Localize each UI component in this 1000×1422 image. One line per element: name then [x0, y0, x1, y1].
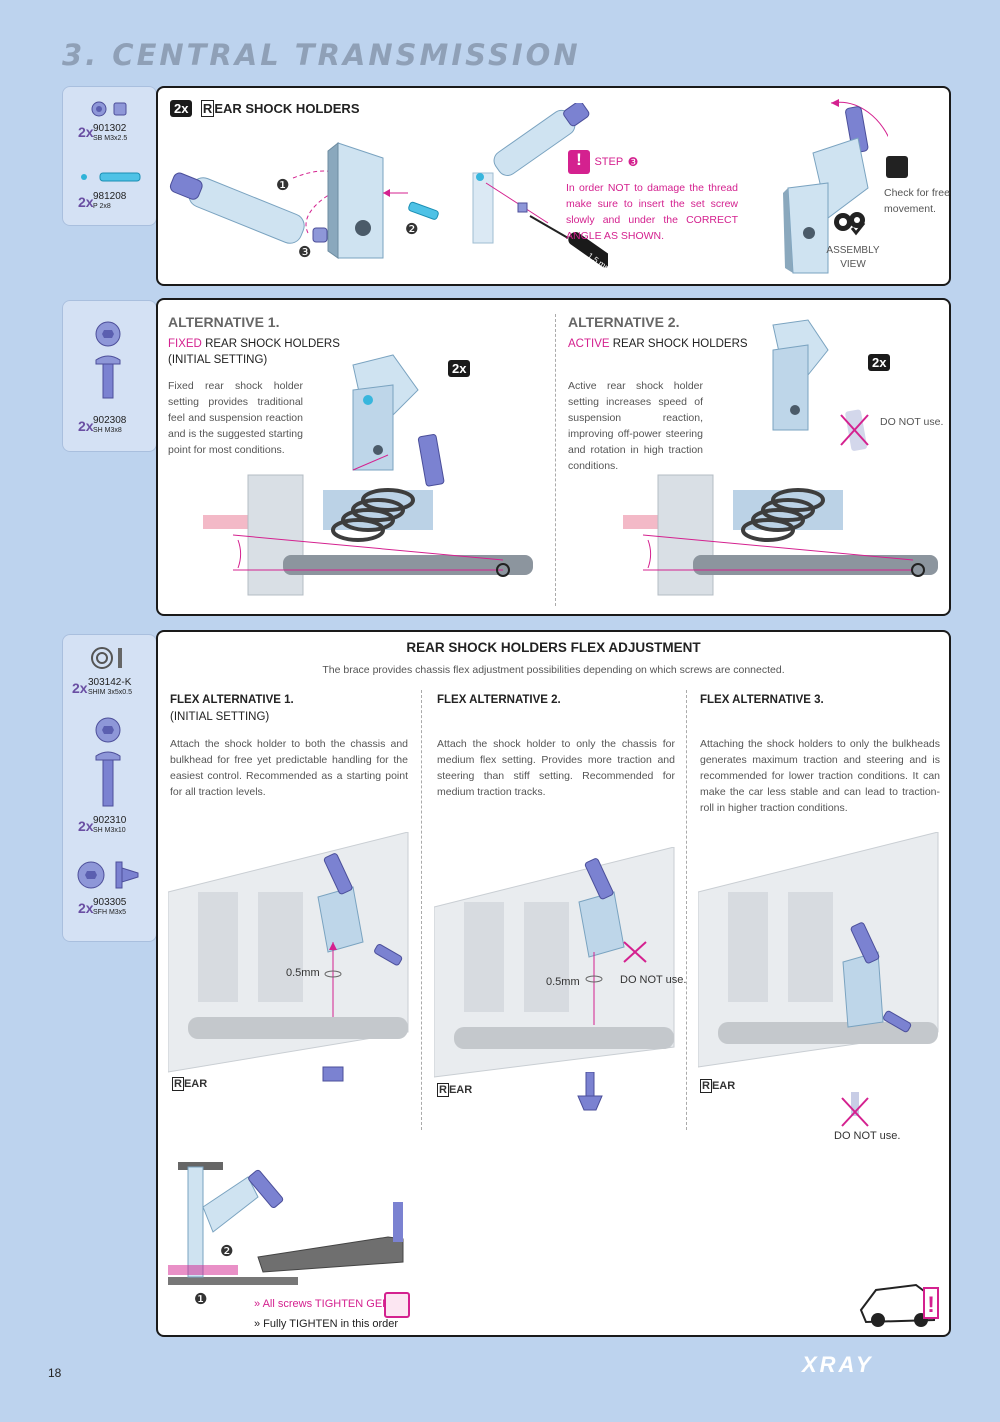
brand-logo: XRAY: [802, 1352, 874, 1377]
alt1-subtitle: FIXED REAR SHOCK HOLDERS: [168, 338, 340, 350]
check-icon: [886, 156, 908, 178]
callout-1: ❶: [276, 177, 290, 194]
step-note: ! STEP ❸: [568, 150, 638, 174]
set-screw-illustration: [472, 103, 608, 268]
callout-3: ❸: [298, 244, 312, 261]
flex2-chassis-illustration: [434, 847, 675, 1078]
assembly-gears-icon: [834, 212, 866, 236]
shock-holder-exploded-illustration: [169, 141, 439, 259]
quantity-badge: 2x: [170, 100, 193, 117]
fully-tighten-text: » Fully TIGHTEN in this order: [254, 1318, 399, 1330]
alt2-subtitle: ACTIVE REAR SHOCK HOLDERS: [568, 338, 748, 350]
flex2-shim-label: 0.5mm: [546, 976, 580, 988]
part-qty: 2x: [72, 680, 88, 696]
part-qty: 2x: [78, 900, 94, 916]
flat-head-screw-icon: [77, 861, 139, 889]
pin-icon: [81, 172, 141, 182]
check-free-movement-text: Check for free movement.: [884, 187, 950, 215]
flat-head-screw-icon: [577, 1072, 603, 1111]
shim-icon: [91, 647, 122, 669]
flex3-do-not-use: DO NOT use.: [834, 1130, 901, 1142]
flex-adjustment-panel: REAR SHOCK HOLDERS FLEX ADJUSTMENT The b…: [156, 630, 951, 1337]
divider: [555, 314, 556, 606]
part-qty: 2x: [78, 124, 94, 140]
flex3-chassis-illustration: [698, 832, 939, 1068]
alt2-do-not-use: DO NOT use.: [880, 416, 944, 428]
socket-head-screw-icon: [95, 321, 121, 399]
tighten-icon: [384, 1292, 410, 1318]
flex1-description: Attach the shock holder to both the chas…: [170, 738, 408, 798]
step-label: STEP: [594, 156, 624, 168]
flex2-description: Attach the shock holder to only the chas…: [437, 738, 675, 798]
button-head-screw-icon: [91, 101, 127, 117]
flex1-title: FLEX ALTERNATIVE 1.: [170, 694, 294, 706]
warning-icon: !: [568, 150, 590, 174]
part-qty: 2x: [78, 818, 94, 834]
flex3-title: FLEX ALTERNATIVE 3.: [700, 694, 824, 706]
tighten-gently-text: » All screws TIGHTEN GENTLY: [254, 1298, 410, 1310]
divider: [686, 690, 687, 1130]
part-qty: 2x: [78, 194, 94, 210]
step-number: ❸: [627, 155, 639, 169]
alt1-initial-setting: (INITIAL SETTING): [168, 354, 268, 366]
shock-holder-alternatives-panel: ALTERNATIVE 1. FIXED REAR SHOCK HOLDERS …: [156, 298, 951, 616]
flex1-chassis-illustration: [168, 832, 409, 1082]
alt2-description: Active rear shock holder setting increas…: [568, 380, 703, 472]
alt1-title: ALTERNATIVE 1.: [168, 314, 280, 330]
section-title: EAR SHOCK HOLDERS: [214, 101, 360, 116]
alt1-quantity-badge: 2x: [448, 360, 471, 377]
part-qty: 2x: [78, 418, 94, 434]
alt1-suspension-illustration: [203, 354, 533, 596]
car-warning-icon: !: [859, 1283, 939, 1327]
tighten-callout-1: ❶: [194, 1291, 208, 1308]
assembly-view-label: ASSEMBLY VIEW: [826, 245, 880, 270]
socket-head-screw-icon: [95, 717, 121, 807]
callout-2: ❷: [405, 221, 419, 238]
alt2-suspension-illustration: [623, 319, 938, 596]
alt2-quantity-badge: 2x: [868, 354, 891, 371]
flex1-shim-label: 0.5mm: [286, 967, 320, 979]
tighten-callout-2: ❷: [220, 1243, 234, 1260]
page-title: 3. CENTRAL TRANSMISSION: [62, 38, 581, 72]
tightening-order-illustration: [168, 1162, 404, 1285]
assembly-view-illustration: [783, 99, 888, 274]
flex2-do-not-use: DO NOT use.: [620, 974, 687, 986]
rear-letter: R: [200, 100, 215, 117]
flex2-title: FLEX ALTERNATIVE 2.: [437, 694, 561, 706]
flex3-description: Attaching the shock holders to only the …: [700, 738, 940, 814]
flex-section-title: REAR SHOCK HOLDERS FLEX ADJUSTMENT: [406, 640, 701, 655]
svg-text:!: !: [927, 1292, 934, 1317]
flex-intro: The brace provides chassis flex adjustme…: [322, 664, 785, 676]
flex1-initial-setting: (INITIAL SETTING): [170, 711, 270, 723]
page-number: 18: [48, 1366, 62, 1380]
divider: [421, 690, 422, 1130]
alt2-title: ALTERNATIVE 2.: [568, 314, 680, 330]
step-warning-text: In order NOT to damage the thread make s…: [566, 182, 738, 242]
alt1-description: Fixed rear shock holder setting provides…: [168, 380, 303, 456]
crossed-screw-icon: [841, 1092, 869, 1127]
